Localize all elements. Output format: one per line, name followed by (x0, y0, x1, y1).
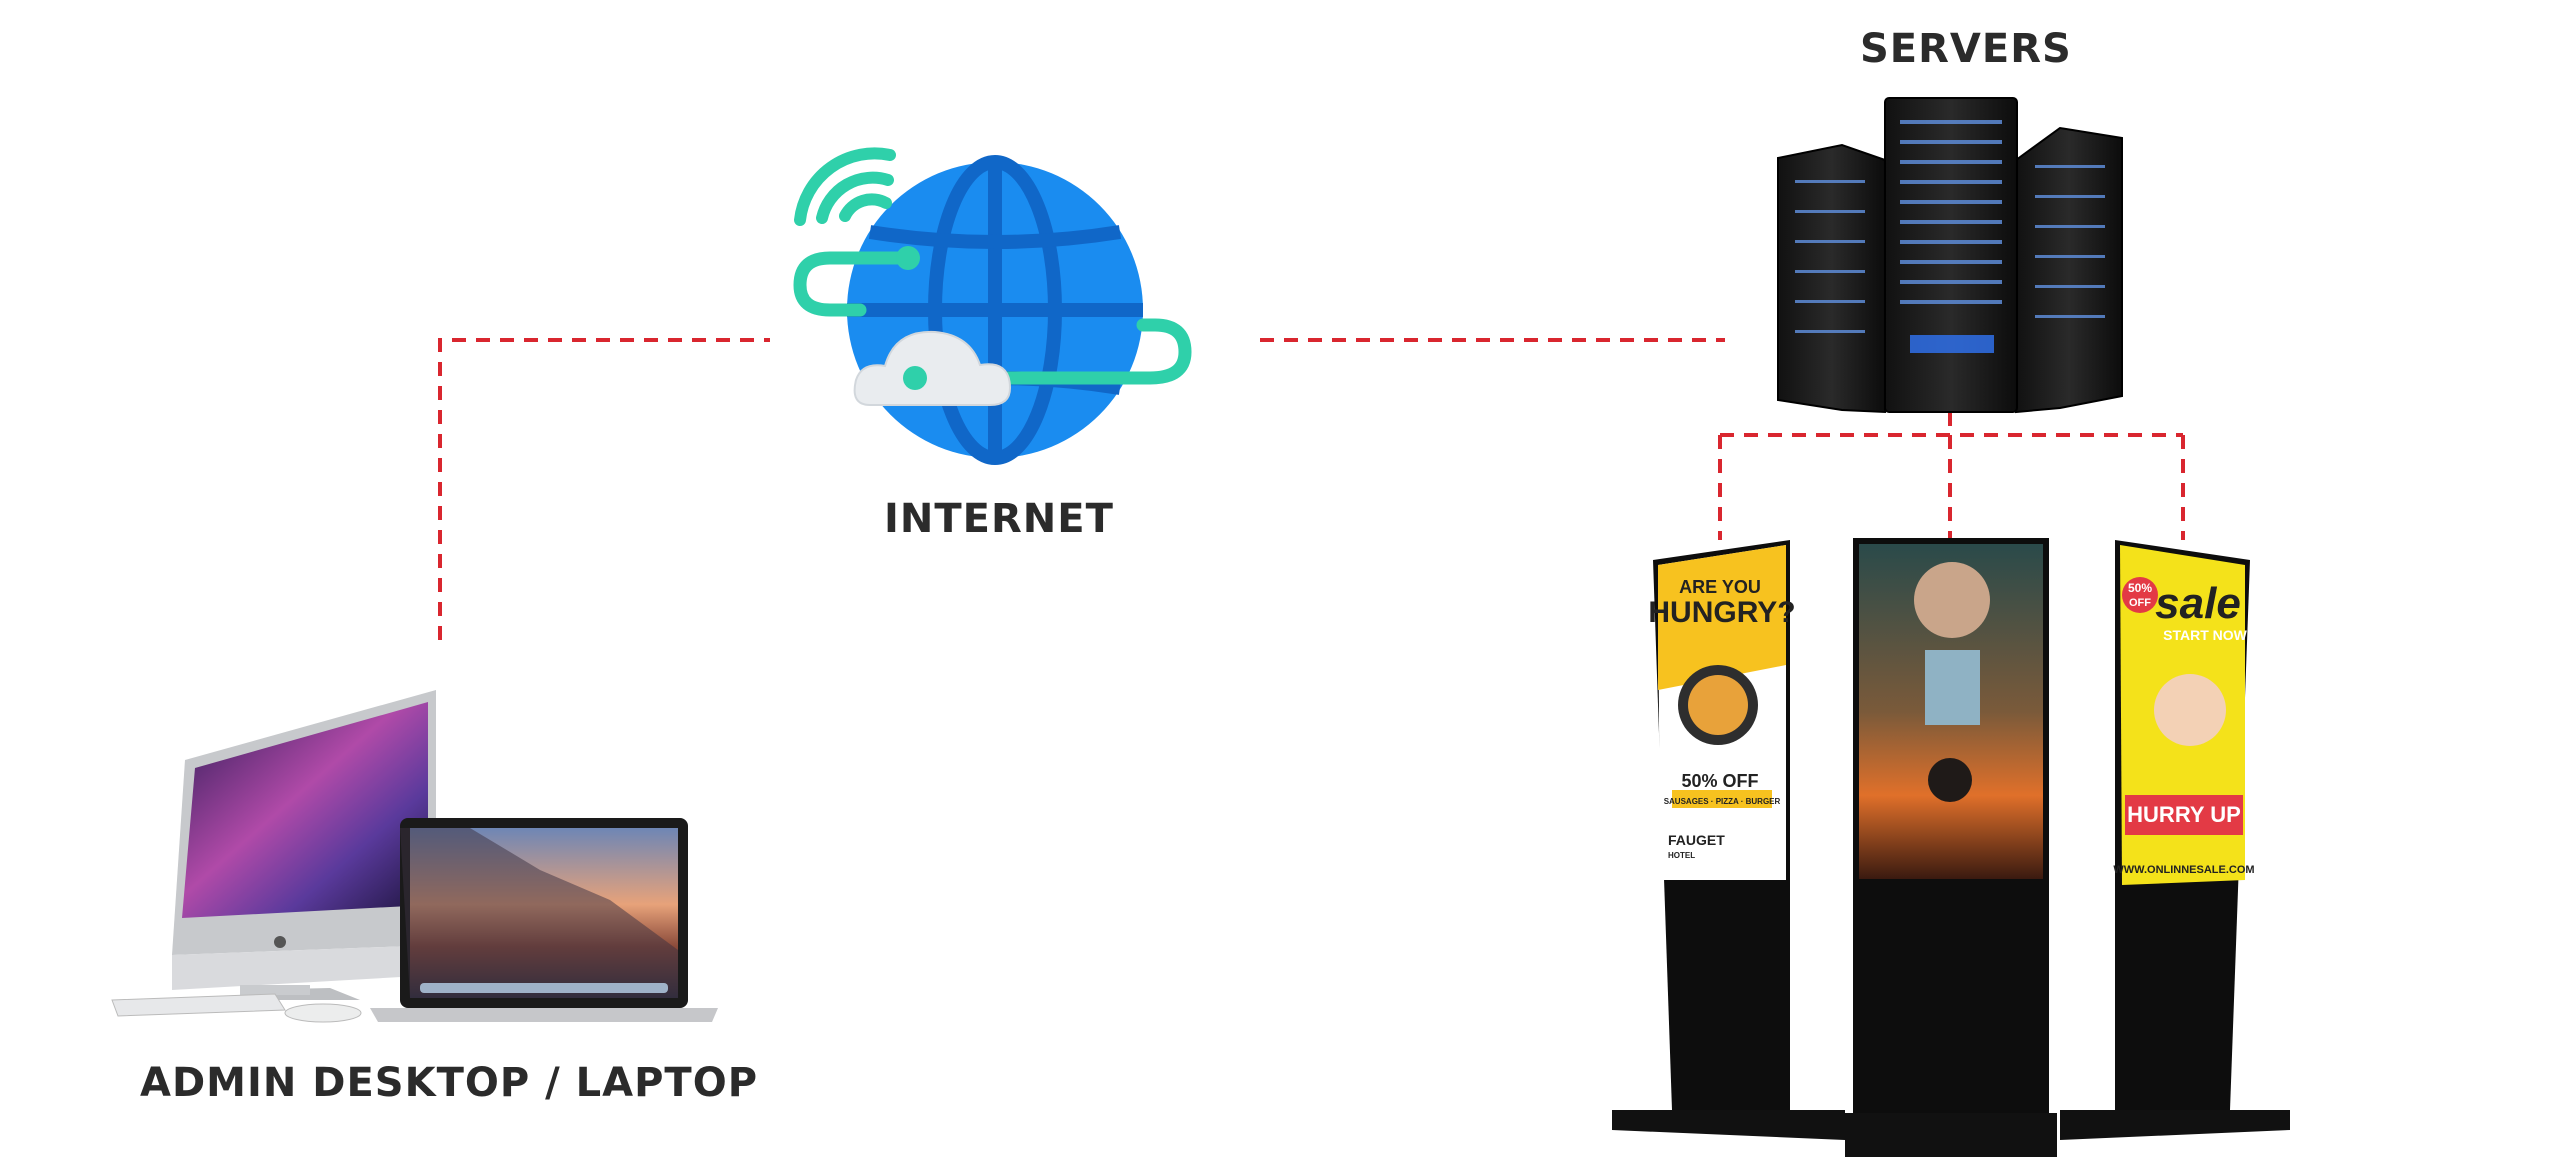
kiosk-display-icon (2060, 540, 2290, 1140)
signal-loop-icon (793, 251, 1192, 385)
kiosk-display-icon (1612, 540, 1845, 1140)
wifi-signal-icon (794, 147, 896, 226)
food-poster-offer: 50% OFF (1681, 771, 1758, 791)
cloud-icon (853, 330, 1012, 406)
food-poster-items: SAUSAGES · PIZZA · BURGER (1664, 797, 1781, 806)
kiosk-display-icon (1845, 538, 2057, 1157)
server-rack-icon (1777, 97, 2123, 414)
internet-label: INTERNET (884, 496, 1114, 542)
food-poster-brand: FAUGET (1668, 832, 1725, 848)
imac-icon (111, 690, 436, 1023)
food-poster-line1: ARE YOU (1679, 577, 1761, 597)
sale-poster-url: WWW.ONLINNESALE.COM (2113, 864, 2254, 876)
signal-node-icon (903, 366, 927, 390)
food-poster-brand-sub: HOTEL (1668, 851, 1695, 860)
laptop-icon (370, 818, 718, 1022)
food-poster-line2: HUNGRY? (1648, 596, 1795, 629)
connector-servers-to-screens (1718, 412, 2185, 540)
connector-admin-to-internet (438, 338, 770, 640)
sale-poster-sub: START NOW (2163, 627, 2248, 643)
sale-poster-badge1: 50% (2128, 581, 2152, 595)
connectors (438, 338, 2185, 640)
globe-icon (847, 155, 1143, 465)
sale-poster-title: sale (2155, 579, 2241, 628)
signal-node-icon (896, 246, 920, 270)
admin-desktop-laptop-label: ADMIN DESKTOP / LAPTOP (140, 1060, 759, 1106)
servers-label: SERVERS (1860, 26, 2072, 72)
sale-poster-badge2: OFF (2129, 597, 2151, 609)
sale-poster-cta: HURRY UP (2127, 802, 2241, 827)
